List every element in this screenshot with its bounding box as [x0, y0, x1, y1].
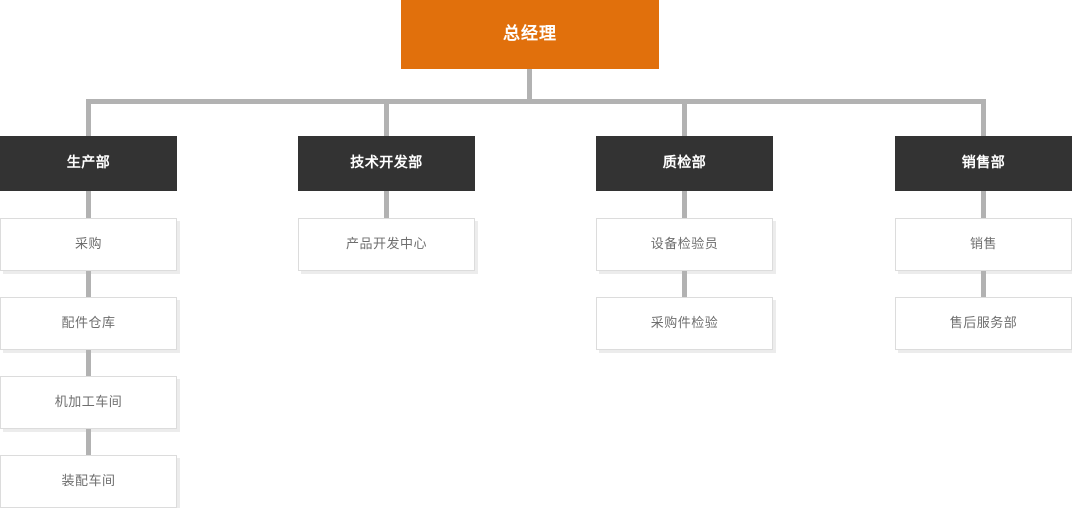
connector-production-to-child-4: [86, 429, 91, 455]
connector-techdev-to-child-1: [384, 191, 389, 218]
node-leaf-machining-workshop[interactable]: 机加工车间: [0, 376, 177, 429]
node-root-general-manager[interactable]: 总经理: [401, 0, 659, 69]
node-leaf-equipment-inspector[interactable]: 设备检验员: [596, 218, 773, 271]
node-dept-sales[interactable]: 销售部: [895, 136, 1072, 191]
node-leaf-parts-warehouse[interactable]: 配件仓库: [0, 297, 177, 350]
node-leaf-after-sales-service[interactable]: 售后服务部: [895, 297, 1072, 350]
node-label: 技术开发部: [350, 155, 423, 172]
node-label: 销售: [969, 236, 997, 252]
node-label: 总经理: [503, 24, 557, 45]
node-label: 配件仓库: [61, 315, 116, 331]
node-label: 销售部: [961, 155, 1006, 172]
node-label: 采购件检验: [650, 315, 719, 331]
connector-quality-to-child-2: [682, 271, 687, 297]
node-label: 质检部: [662, 155, 707, 172]
connector-sales-to-child-1: [981, 191, 986, 218]
node-label: 产品开发中心: [345, 236, 427, 252]
connector-bus-to-dept-2: [384, 99, 389, 136]
node-leaf-product-development-center[interactable]: 产品开发中心: [298, 218, 475, 271]
connector-production-to-child-2: [86, 271, 91, 297]
connector-horizontal-bus: [86, 99, 986, 104]
node-label: 设备检验员: [650, 236, 719, 252]
node-leaf-purchasing[interactable]: 采购: [0, 218, 177, 271]
connector-production-to-child-3: [86, 350, 91, 376]
connector-quality-to-child-1: [682, 191, 687, 218]
node-dept-production[interactable]: 生产部: [0, 136, 177, 191]
node-leaf-purchased-parts-inspection[interactable]: 采购件检验: [596, 297, 773, 350]
node-label: 机加工车间: [54, 394, 123, 410]
connector-bus-to-dept-4: [981, 99, 986, 136]
node-leaf-assembly-workshop[interactable]: 装配车间: [0, 455, 177, 508]
connector-sales-to-child-2: [981, 271, 986, 297]
connector-bus-to-dept-1: [86, 99, 91, 136]
node-label: 售后服务部: [949, 315, 1018, 331]
node-leaf-sales[interactable]: 销售: [895, 218, 1072, 271]
connector-production-to-child-1: [86, 191, 91, 218]
node-dept-technical-development[interactable]: 技术开发部: [298, 136, 475, 191]
node-dept-quality-inspection[interactable]: 质检部: [596, 136, 773, 191]
node-label: 采购: [74, 236, 102, 252]
node-label: 装配车间: [61, 473, 116, 489]
connector-root-drop: [527, 69, 532, 103]
connector-bus-to-dept-3: [682, 99, 687, 136]
node-label: 生产部: [66, 155, 111, 172]
